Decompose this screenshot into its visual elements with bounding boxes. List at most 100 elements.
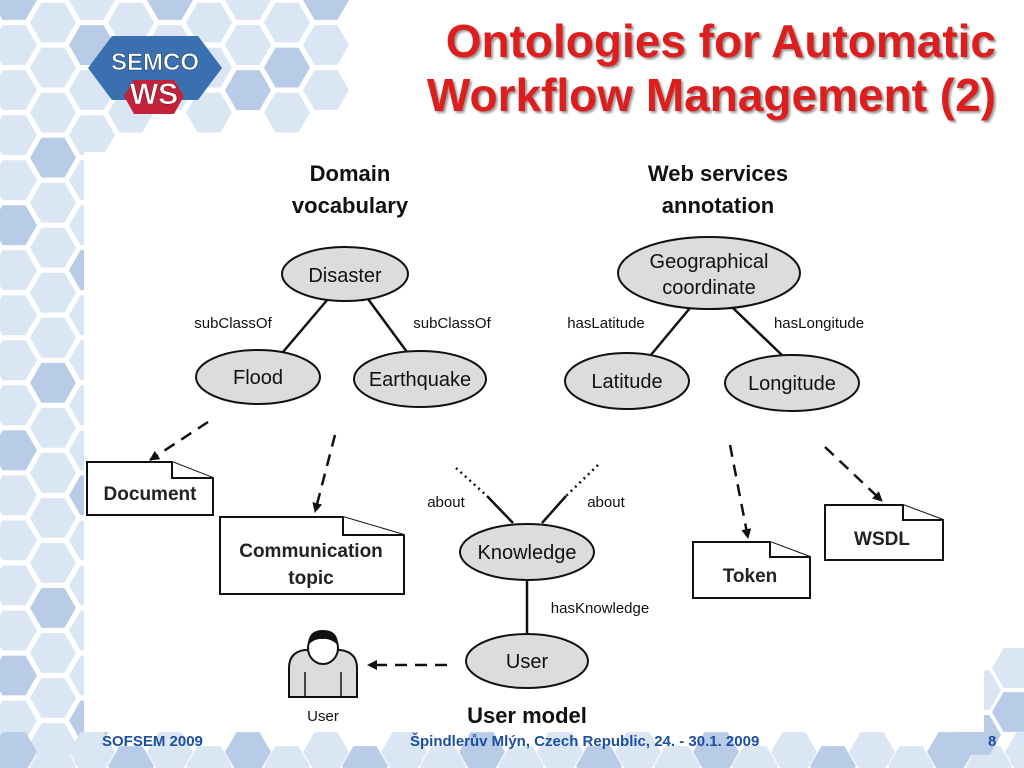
edge-about-right-solid — [541, 495, 567, 524]
node-disaster-label: Disaster — [308, 265, 382, 287]
background-hexagon — [264, 92, 310, 133]
background-hexagon — [303, 25, 349, 66]
background-hexagon — [615, 732, 661, 768]
background-hexagon — [0, 25, 37, 65]
background-hexagon — [342, 746, 388, 768]
background-hexagon — [225, 25, 271, 66]
background-hexagon — [108, 2, 154, 43]
background-hexagon — [30, 137, 76, 178]
background-hexagon — [0, 115, 37, 155]
background-hexagon — [0, 565, 37, 606]
slide-title-line-1: Ontologies for Automatic — [445, 15, 996, 67]
background-hexagon — [30, 678, 76, 718]
background-hexagon — [992, 692, 1024, 732]
background-hexagon — [30, 272, 76, 313]
edge-label-haslongitude: hasLongitude — [774, 315, 864, 332]
node-knowledge — [459, 523, 595, 581]
background-hexagon — [264, 2, 310, 43]
domain-heading-line-2: vocabulary — [292, 193, 409, 218]
background-hexagon — [0, 700, 37, 741]
slide-title-line-2: Workflow Management (2) — [426, 69, 996, 121]
doc-token-label: Token — [723, 566, 778, 587]
background-hexagon — [654, 746, 700, 768]
background-hexagon — [69, 732, 115, 768]
node-user — [465, 633, 589, 689]
edge-label-subclassof-left: subClassOf — [194, 315, 272, 332]
doc-document-fold — [171, 462, 213, 479]
ws-heading-line-1: Web services — [648, 161, 788, 186]
background-hexagon — [0, 0, 37, 20]
background-hexagon — [303, 70, 349, 110]
background-hexagon — [303, 0, 349, 20]
background-hexagon — [992, 648, 1024, 688]
background-hexagon — [459, 732, 505, 768]
doc-communication-fold — [342, 517, 404, 536]
footer-location-date: Špindlerův Mlýn, Czech Republic, 24. - 3… — [410, 733, 760, 750]
background-hexagon — [771, 732, 817, 768]
background-hexagon — [264, 746, 310, 768]
background-hexagon — [0, 205, 37, 246]
user-model-heading: User model — [467, 703, 587, 728]
node-user-label: User — [506, 651, 549, 673]
background-hexagon — [420, 746, 466, 768]
user-icon-label: User — [307, 708, 339, 725]
background-hexagon — [30, 633, 76, 673]
background-hexagon — [498, 746, 544, 768]
background-hexagon — [0, 520, 37, 561]
doc-wsdl-fold — [902, 505, 943, 521]
edge-label-about-left: about — [427, 494, 465, 511]
user-person-icon — [288, 630, 358, 698]
logo-ws-text: WS — [130, 78, 178, 111]
node-latitude-label: Latitude — [591, 371, 662, 393]
edge-about-left-dotted — [455, 467, 488, 497]
background-hexagon — [0, 610, 37, 651]
background-hexagon — [225, 70, 271, 110]
node-knowledge-label: Knowledge — [478, 542, 577, 564]
background-hexagon — [381, 732, 427, 768]
background-hexagon — [30, 588, 76, 628]
edge-label-hasknowledge: hasKnowledge — [551, 600, 649, 617]
background-hexagon — [225, 0, 271, 20]
background-hexagon — [0, 475, 37, 516]
slide-title: Ontologies for Automatic Workflow Manage… — [427, 14, 996, 122]
background-hexagon — [30, 543, 76, 583]
background-hexagon — [0, 430, 37, 471]
node-geographical-coordinate-line-2: coordinate — [662, 277, 755, 299]
node-longitude — [724, 354, 860, 412]
background-hexagon — [30, 92, 76, 133]
edge-label-about-right: about — [587, 494, 625, 511]
background-hexagon — [69, 115, 115, 155]
edge-geo-longitude — [732, 307, 786, 359]
background-hexagon — [30, 498, 76, 538]
background-hexagon — [810, 746, 856, 768]
background-hexagon — [264, 47, 310, 88]
background-hexagon — [108, 746, 154, 768]
background-hexagon — [1005, 732, 1024, 768]
background-hexagon — [0, 340, 37, 381]
node-longitude-label: Longitude — [748, 373, 836, 395]
node-earthquake-label: Earthquake — [369, 369, 471, 391]
background-hexagon — [0, 295, 37, 336]
background-hexagon — [30, 746, 76, 768]
background-hexagon — [147, 732, 193, 768]
footer-conference: SOFSEM 2009 — [102, 733, 203, 750]
background-hexagon — [147, 0, 193, 20]
background-hexagon — [30, 362, 76, 403]
domain-heading-line-1: Domain — [310, 161, 391, 186]
node-geographical-coordinate-line-1: Geographical — [650, 251, 769, 273]
background-hexagon — [0, 732, 37, 768]
node-flood — [195, 349, 321, 405]
background-hexagon — [186, 746, 232, 768]
background-hexagon — [0, 70, 37, 110]
edge-disaster-flood — [282, 298, 329, 353]
background-hexagon — [537, 732, 583, 768]
logo-semco-text: SEMCO — [111, 49, 199, 76]
doc-communication-shape — [219, 516, 405, 595]
node-latitude — [564, 352, 690, 410]
background-hexagon — [69, 0, 115, 20]
background-hexagon — [732, 746, 778, 768]
arrow-flood-document — [149, 420, 209, 462]
background-hexagon — [186, 2, 232, 43]
arrow-latitude-token — [728, 444, 752, 539]
